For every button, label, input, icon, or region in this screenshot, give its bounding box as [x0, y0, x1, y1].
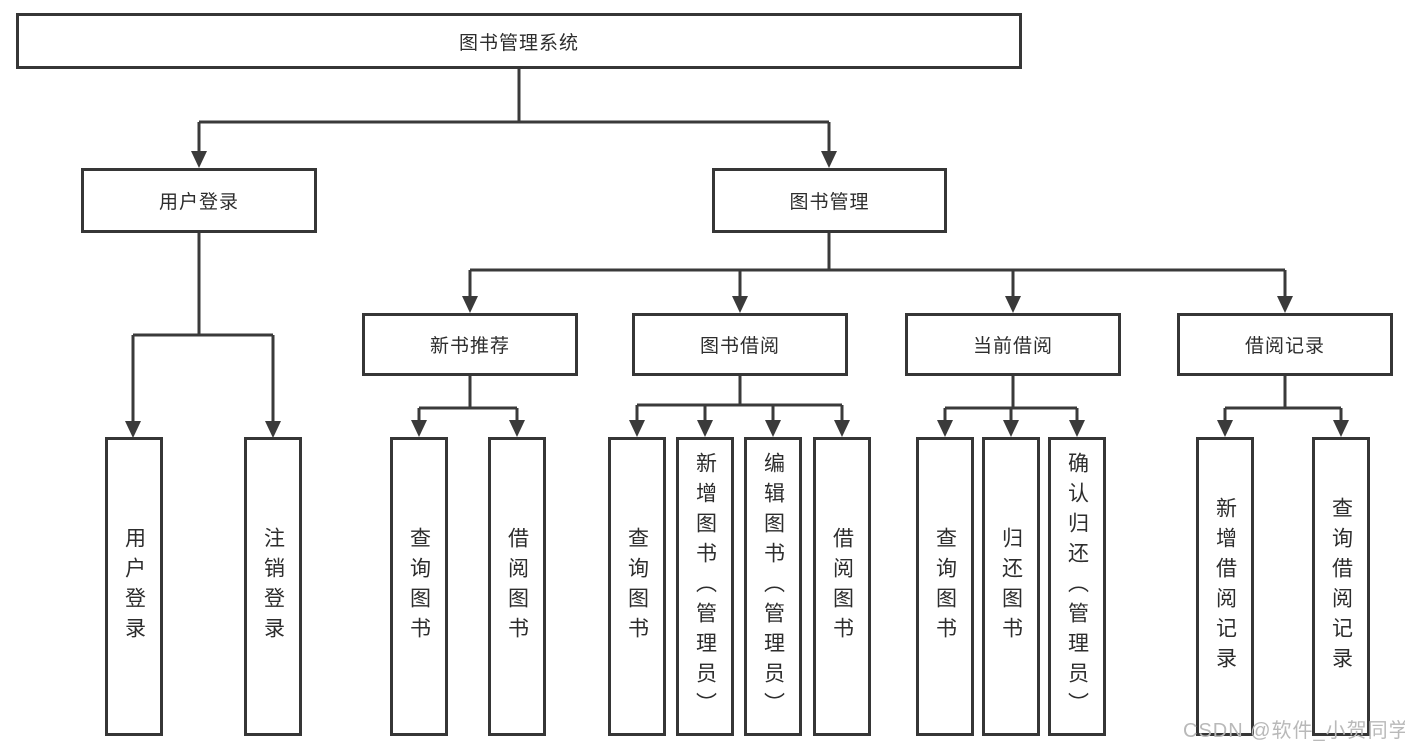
- node-book-manage-label: 图书管理: [789, 192, 870, 213]
- node-bb-borrow-book-label: 借阅图书: [830, 526, 854, 647]
- connector-book-manage-to-level3: [462, 233, 1293, 313]
- connector-current-borrow-to-children: [937, 376, 1085, 437]
- arrow-head: [191, 151, 207, 168]
- arrow-head: [629, 420, 645, 437]
- node-cb-return-book-label: 归还图书: [999, 526, 1023, 647]
- node-bb-edit-book: 编辑图书（管理员）: [744, 437, 802, 736]
- node-book-borrow-label: 图书借阅: [699, 336, 780, 357]
- arrow-head: [509, 420, 525, 437]
- node-br-add-record-label: 新增借阅记录: [1213, 496, 1237, 677]
- node-user-login-label: 用户登录: [158, 192, 239, 213]
- arrow-head: [411, 420, 427, 437]
- node-bb-edit-book-label: 编辑图书（管理员）: [761, 451, 785, 722]
- node-rec-query-book-label: 查询图书: [407, 526, 431, 647]
- arrow-head: [1217, 420, 1233, 437]
- node-br-query-record: 查询借阅记录: [1312, 437, 1370, 736]
- csdn-watermark: CSDN @软件_小贺同学: [1183, 720, 1405, 742]
- connector-user-login-to-children: [125, 233, 281, 438]
- node-cb-return-book: 归还图书: [982, 437, 1040, 736]
- node-bb-add-book-label: 新增图书（管理员）: [693, 451, 717, 722]
- arrow-head: [834, 420, 850, 437]
- connector-book-borrow-to-children: [629, 376, 850, 437]
- node-br-add-record: 新增借阅记录: [1196, 437, 1254, 736]
- node-borrow-records: 借阅记录: [1177, 313, 1393, 376]
- arrow-head: [697, 420, 713, 437]
- arrow-head: [821, 151, 837, 168]
- node-rec-borrow-book-label: 借阅图书: [505, 526, 529, 647]
- arrow-head: [125, 421, 141, 438]
- arrow-head: [1003, 420, 1019, 437]
- node-cb-query-book: 查询图书: [916, 437, 974, 736]
- node-book-borrow: 图书借阅: [632, 313, 848, 376]
- node-login: 用户登录: [105, 437, 163, 736]
- node-root: 图书管理系统: [16, 13, 1022, 69]
- node-rec-borrow-book: 借阅图书: [488, 437, 546, 736]
- node-current-borrow: 当前借阅: [905, 313, 1121, 376]
- arrow-head: [1333, 420, 1349, 437]
- node-cb-query-book-label: 查询图书: [933, 526, 957, 647]
- arrow-head: [1069, 420, 1085, 437]
- node-logout-label: 注销登录: [261, 526, 285, 647]
- node-bb-borrow-book: 借阅图书: [813, 437, 871, 736]
- node-root-label: 图书管理系统: [458, 32, 579, 54]
- connector-borrow-records-to-children: [1217, 376, 1349, 437]
- node-cb-confirm-return: 确认归还（管理员）: [1048, 437, 1106, 736]
- node-login-label: 用户登录: [122, 526, 146, 647]
- arrow-head: [1005, 296, 1021, 313]
- node-user-login: 用户登录: [81, 168, 317, 233]
- connector-new-book-rec-to-children: [411, 376, 525, 437]
- node-book-manage: 图书管理: [712, 168, 947, 233]
- node-current-borrow-label: 当前借阅: [972, 336, 1053, 357]
- node-bb-query-book: 查询图书: [608, 437, 666, 736]
- node-cb-confirm-return-label: 确认归还（管理员）: [1065, 451, 1089, 722]
- node-br-query-record-label: 查询借阅记录: [1329, 496, 1353, 677]
- connector-root-to-level2: [191, 69, 837, 168]
- arrow-head: [265, 421, 281, 438]
- arrow-head: [462, 296, 478, 313]
- node-rec-query-book: 查询图书: [390, 437, 448, 736]
- arrow-head: [765, 420, 781, 437]
- arrow-head: [732, 296, 748, 313]
- node-borrow-records-label: 借阅记录: [1244, 336, 1325, 357]
- arrow-head: [937, 420, 953, 437]
- node-bb-add-book: 新增图书（管理员）: [676, 437, 734, 736]
- node-logout: 注销登录: [244, 437, 302, 736]
- node-new-book-rec: 新书推荐: [362, 313, 578, 376]
- node-new-book-rec-label: 新书推荐: [429, 336, 510, 357]
- arrow-head: [1277, 296, 1293, 313]
- node-bb-query-book-label: 查询图书: [625, 526, 649, 647]
